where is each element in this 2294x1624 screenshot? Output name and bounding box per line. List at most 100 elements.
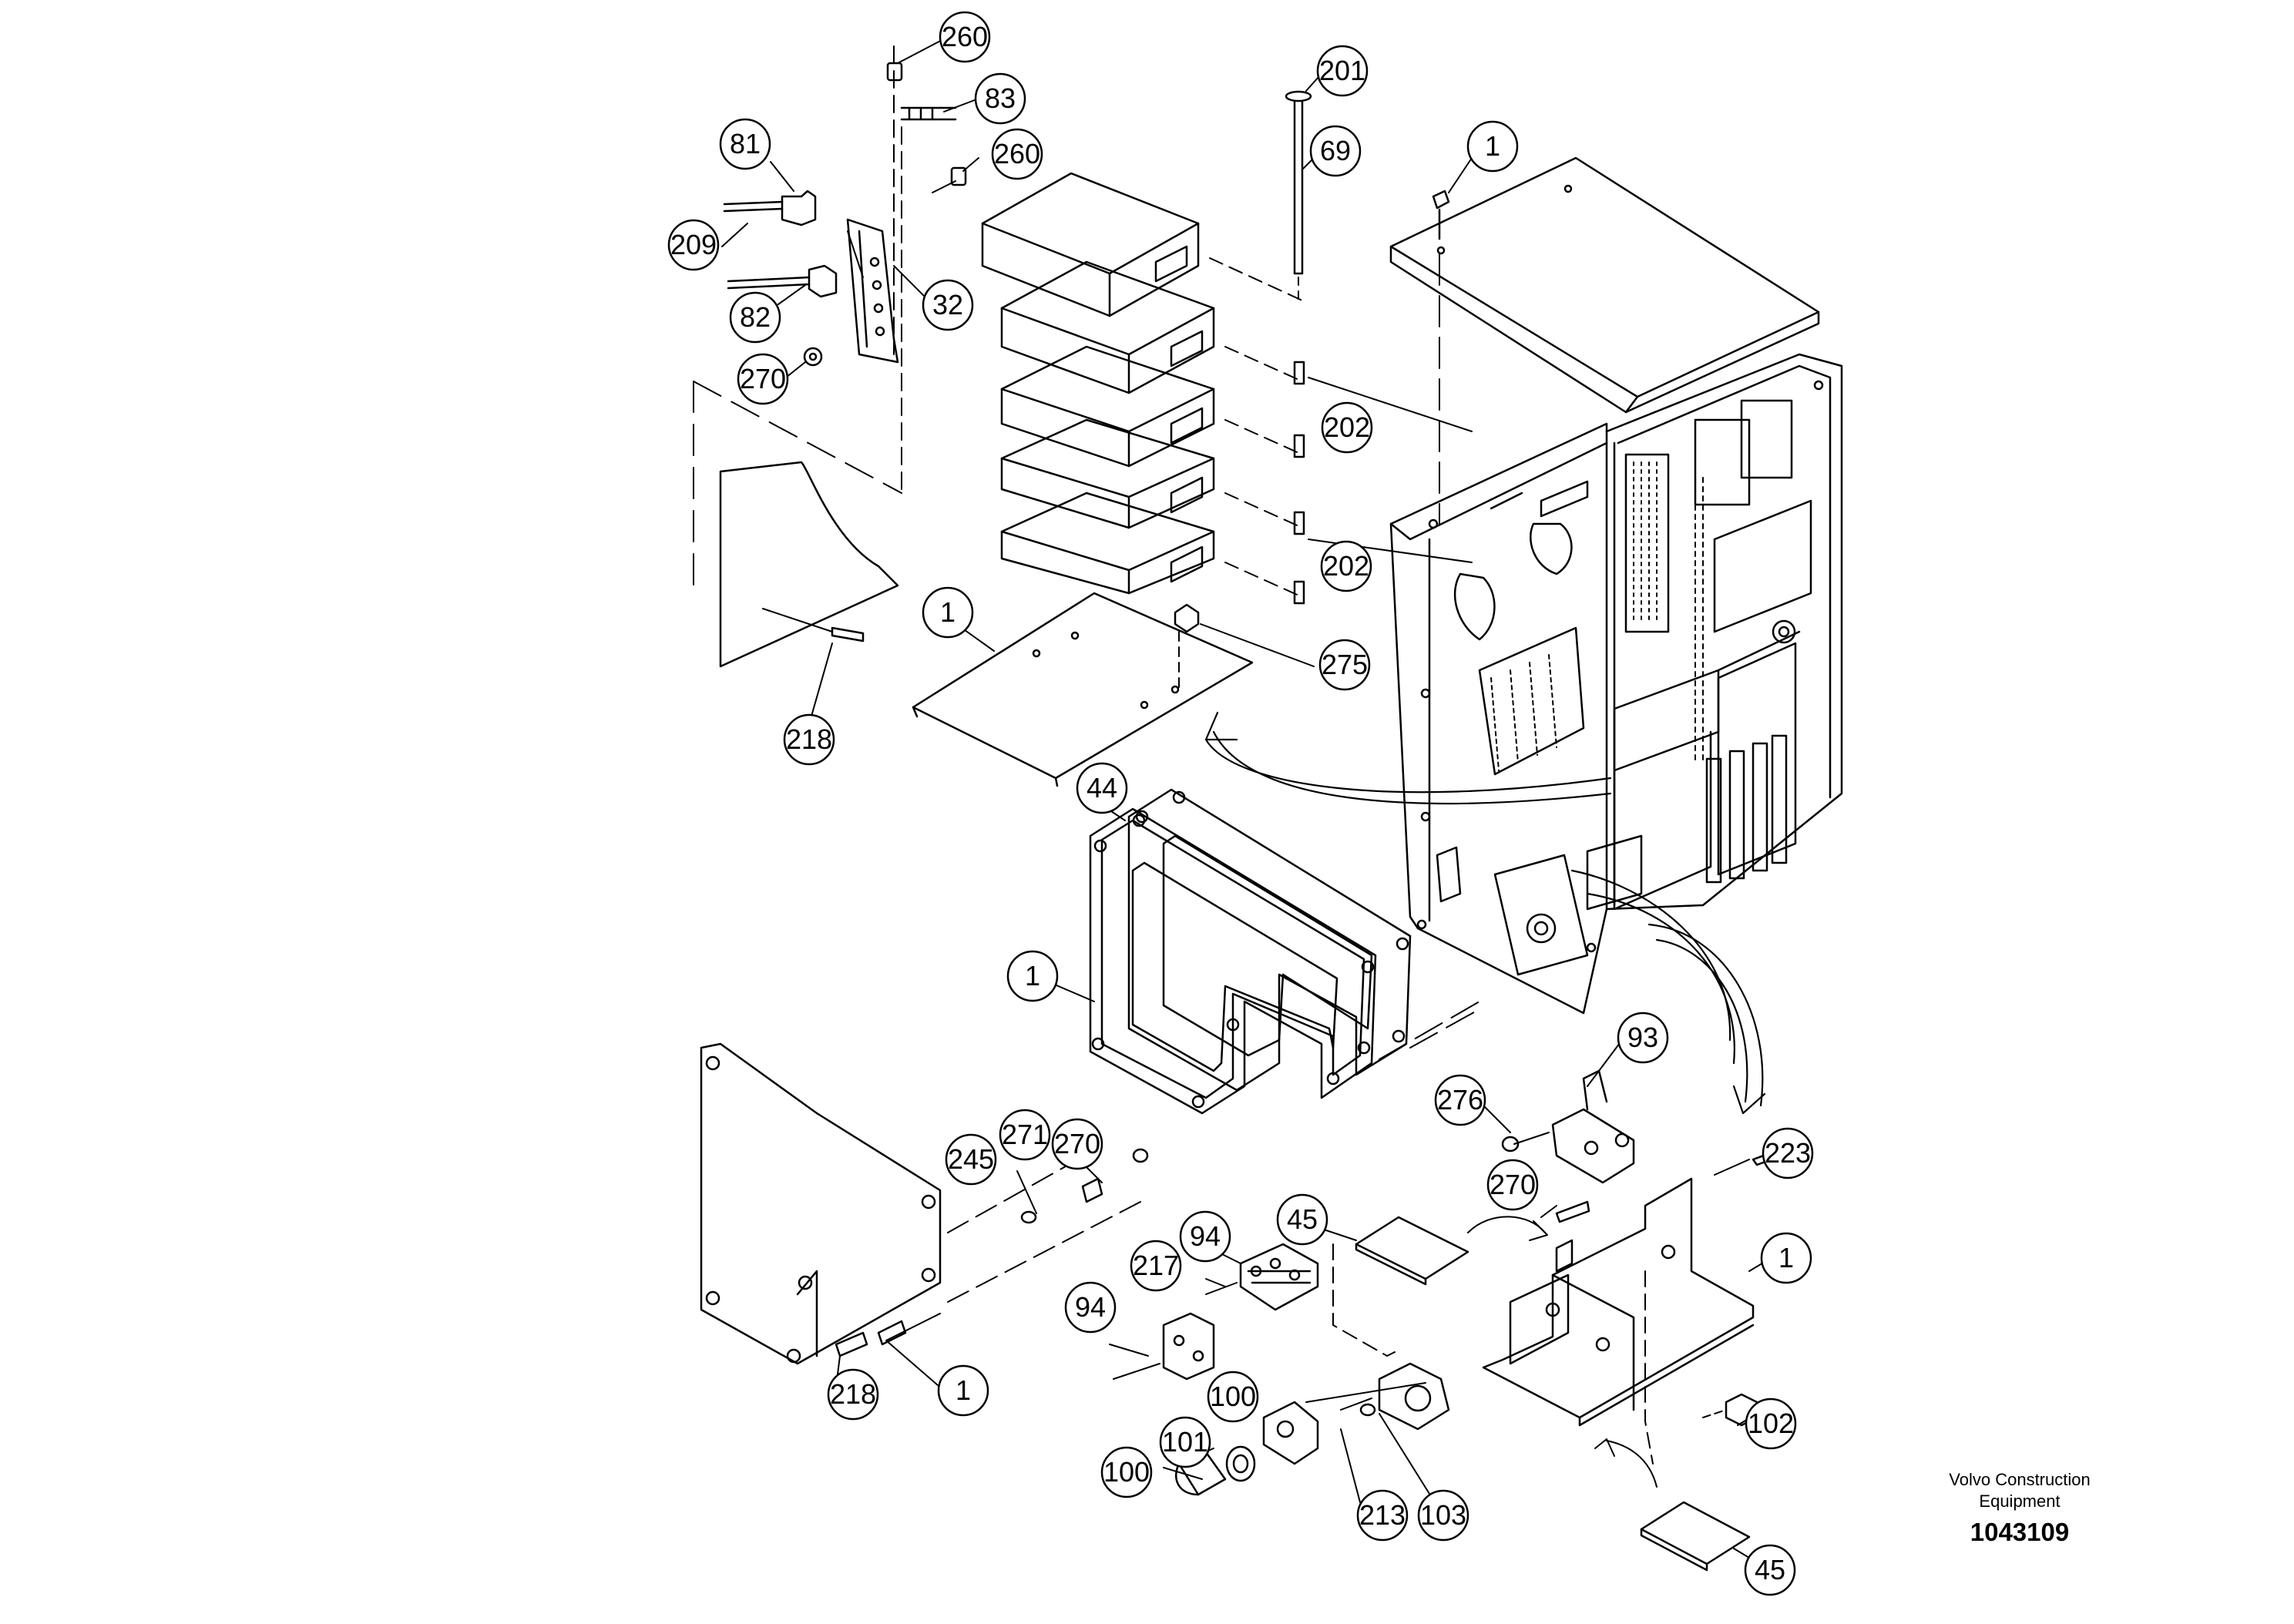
callout-balloon xyxy=(1744,1544,1796,1596)
callout-number: 223 xyxy=(1765,1137,1811,1169)
callout-271: 271 xyxy=(999,1109,1051,1161)
callout-32: 32 xyxy=(922,279,974,331)
callout-223: 223 xyxy=(1762,1127,1814,1179)
callout-balloon xyxy=(1179,1210,1231,1263)
caption-block: Volvo Construction Equipment 1043109 xyxy=(1949,1470,2090,1546)
callout-number: 275 xyxy=(1322,649,1368,680)
callout-balloon xyxy=(1100,1446,1153,1498)
callout-213: 213 xyxy=(1356,1489,1409,1542)
callout-balloon xyxy=(1321,401,1373,454)
curved-side-panel xyxy=(693,381,902,668)
callout-balloon xyxy=(999,1109,1051,1161)
callout-balloon xyxy=(1760,1232,1812,1284)
callout-balloon xyxy=(1434,1074,1486,1126)
callout-balloon xyxy=(729,291,781,344)
mounting-bracket xyxy=(1332,1159,1755,1465)
sensor-bracket xyxy=(723,45,967,494)
callout-260b: 260 xyxy=(991,128,1043,180)
callout-number: 1 xyxy=(1485,130,1500,162)
base-plate xyxy=(912,592,1254,787)
callout-balloon xyxy=(939,11,991,63)
callout-number: 45 xyxy=(1755,1554,1785,1585)
callout-number: 100 xyxy=(1103,1456,1150,1488)
callout-balloon xyxy=(1466,120,1519,173)
callout-number: 69 xyxy=(1320,135,1351,166)
callout-balloon xyxy=(1745,1398,1797,1450)
callout-94b: 94 xyxy=(1064,1281,1117,1334)
callout-balloon xyxy=(1762,1127,1814,1179)
callout-number: 45 xyxy=(1287,1203,1318,1235)
callout-218a: 218 xyxy=(783,713,835,766)
main-enclosure xyxy=(1389,353,1843,1015)
callout-balloon xyxy=(827,1368,879,1421)
callout-102: 102 xyxy=(1745,1398,1797,1450)
callout-number: 102 xyxy=(1748,1408,1794,1439)
gasket-frames xyxy=(1089,788,1480,1115)
callout-number: 209 xyxy=(670,229,717,260)
callout-81: 81 xyxy=(719,118,771,170)
callout-number: 82 xyxy=(740,301,771,333)
callout-balloon xyxy=(974,72,1026,125)
callout-balloon xyxy=(945,1133,997,1186)
callout-201: 201 xyxy=(1316,45,1369,97)
callout-100b: 100 xyxy=(1100,1446,1153,1498)
callout-number: 103 xyxy=(1420,1499,1466,1531)
callout-number: 94 xyxy=(1190,1220,1221,1252)
rod xyxy=(1285,90,1312,305)
callout-number: 32 xyxy=(932,289,963,320)
callout-number: 218 xyxy=(830,1378,876,1410)
callout-balloon xyxy=(1617,1012,1669,1064)
callout-balloon xyxy=(922,279,974,331)
top-cover xyxy=(1389,156,1820,525)
spacers xyxy=(1174,361,1305,633)
callout-number: 44 xyxy=(1087,772,1117,804)
callout-balloon xyxy=(1320,540,1372,592)
callout-number: 1 xyxy=(1778,1242,1794,1273)
callout-balloon xyxy=(667,219,720,271)
callout-number: 260 xyxy=(942,21,988,52)
callout-number: 276 xyxy=(1437,1084,1483,1116)
callout-number: 245 xyxy=(948,1143,994,1175)
callout-number: 217 xyxy=(1133,1250,1179,1281)
component-93 xyxy=(1501,1069,1635,1184)
callout-number: 213 xyxy=(1359,1499,1406,1531)
callout-209: 209 xyxy=(667,219,720,271)
callout-1c: 1 xyxy=(1006,950,1059,1002)
callout-balloon xyxy=(1486,1159,1539,1211)
callout-number: 271 xyxy=(1002,1119,1048,1150)
callout-balloon xyxy=(1417,1489,1469,1542)
callout-45b: 45 xyxy=(1744,1544,1796,1596)
caption-line-2: Equipment xyxy=(1979,1491,2060,1511)
callout-balloon xyxy=(719,118,771,170)
callout-276: 276 xyxy=(1434,1074,1486,1126)
callout-202a: 202 xyxy=(1321,401,1373,454)
callout-number: 270 xyxy=(1054,1128,1100,1159)
callout-balloon xyxy=(1076,762,1128,814)
callout-270b: 270 xyxy=(1051,1118,1103,1170)
callout-218b: 218 xyxy=(827,1368,879,1421)
callout-number: 1 xyxy=(956,1374,971,1406)
callout-number: 81 xyxy=(730,128,761,159)
callout-balloon xyxy=(1356,1489,1409,1542)
callout-number: 83 xyxy=(985,82,1016,114)
callout-balloon xyxy=(1006,950,1059,1002)
terminal-blocks xyxy=(1113,1243,1319,1381)
callout-number: 1 xyxy=(1025,960,1040,992)
callout-balloon xyxy=(1207,1371,1259,1423)
callout-82: 82 xyxy=(729,291,781,344)
callout-103: 103 xyxy=(1417,1489,1469,1542)
fasteners-left xyxy=(1020,1148,1149,1224)
callout-balloon xyxy=(937,1364,989,1417)
callout-number: 93 xyxy=(1627,1022,1658,1053)
front-cover-plate xyxy=(700,1042,1141,1365)
callout-balloon xyxy=(1159,1416,1211,1468)
callout-69: 69 xyxy=(1309,125,1362,177)
callout-number: 202 xyxy=(1324,411,1370,443)
callout-245: 245 xyxy=(945,1133,997,1186)
callout-balloon xyxy=(991,128,1043,180)
callout-44: 44 xyxy=(1076,762,1128,814)
flow-arrows xyxy=(1204,711,1766,1115)
callout-93: 93 xyxy=(1617,1012,1669,1064)
